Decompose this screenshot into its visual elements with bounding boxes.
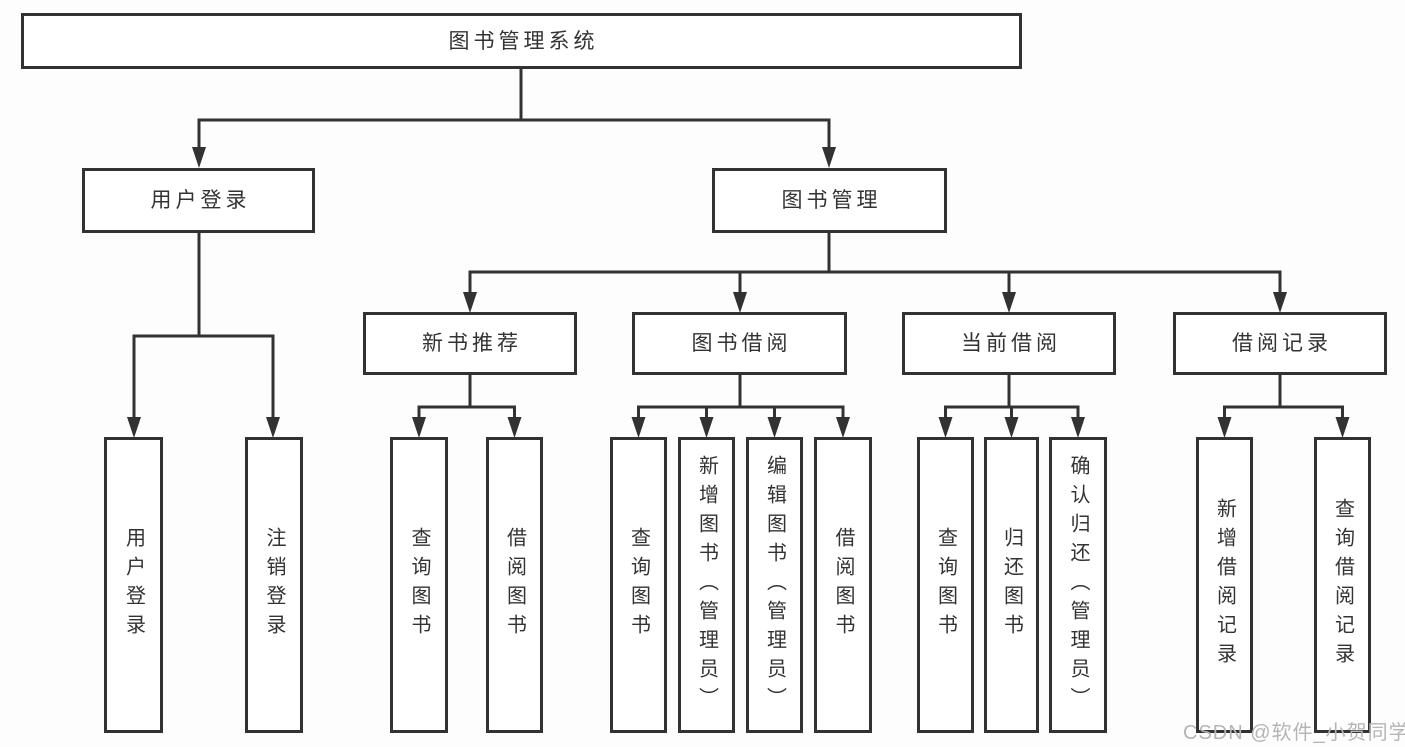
leaf-return-books: 归还图书 <box>984 437 1039 733</box>
leaf-query-books-recommend: 查询图书 <box>390 437 448 733</box>
csdn-watermark: CSDN @软件_小贺同学 <box>1183 722 1405 744</box>
leaf-label: 确认归还（管理员） <box>1067 454 1089 716</box>
node-user-login: 用户登录 <box>82 168 315 233</box>
leaf-label: 编辑图书（管理员） <box>763 454 786 716</box>
leaf-edit-books-admin: 编辑图书（管理员） <box>746 437 803 733</box>
leaf-query-borrow-record: 查询借阅记录 <box>1314 437 1371 733</box>
leaf-label: 查询图书 <box>627 527 650 643</box>
leaf-label: 查询图书 <box>934 527 957 643</box>
node-new-book-recommend: 新书推荐 <box>363 312 577 375</box>
leaf-user-login: 用户登录 <box>104 437 163 733</box>
node-book-borrow: 图书借阅 <box>632 312 847 375</box>
leaf-query-books-current: 查询图书 <box>917 437 974 733</box>
leaf-label: 查询借阅记录 <box>1331 498 1354 672</box>
node-label: 借阅记录 <box>1232 332 1332 355</box>
leaf-label: 借阅图书 <box>503 527 526 643</box>
leaf-confirm-return-admin: 确认归还（管理员） <box>1049 437 1107 733</box>
leaf-logout: 注销登录 <box>245 437 303 733</box>
leaf-query-books-borrow: 查询图书 <box>610 437 667 733</box>
leaf-label: 用户登录 <box>122 527 145 643</box>
node-label: 用户登录 <box>150 189 251 212</box>
node-label: 图书管理系统 <box>448 29 599 53</box>
node-library-management-system: 图书管理系统 <box>21 13 1022 69</box>
leaf-label: 新增图书（管理员） <box>695 454 718 716</box>
leaf-label: 查询图书 <box>408 527 430 643</box>
leaf-label: 借阅图书 <box>832 527 854 643</box>
leaf-borrow-books-recommend: 借阅图书 <box>486 437 543 733</box>
leaf-label: 注销登录 <box>263 527 285 643</box>
node-label: 图书借阅 <box>691 332 792 355</box>
leaf-borrow-books: 借阅图书 <box>814 437 872 733</box>
node-book-management: 图书管理 <box>712 168 947 233</box>
leaf-add-borrow-record: 新增借阅记录 <box>1196 437 1253 733</box>
node-label: 图书管理 <box>781 189 882 212</box>
leaf-label: 新增借阅记录 <box>1213 498 1236 672</box>
node-borrow-records: 借阅记录 <box>1173 312 1387 375</box>
node-label: 当前借阅 <box>961 332 1061 355</box>
node-label: 新书推荐 <box>422 332 522 355</box>
leaf-label: 归还图书 <box>1000 527 1023 643</box>
node-current-borrow: 当前借阅 <box>902 312 1116 375</box>
leaf-add-books-admin: 新增图书（管理员） <box>678 437 735 733</box>
